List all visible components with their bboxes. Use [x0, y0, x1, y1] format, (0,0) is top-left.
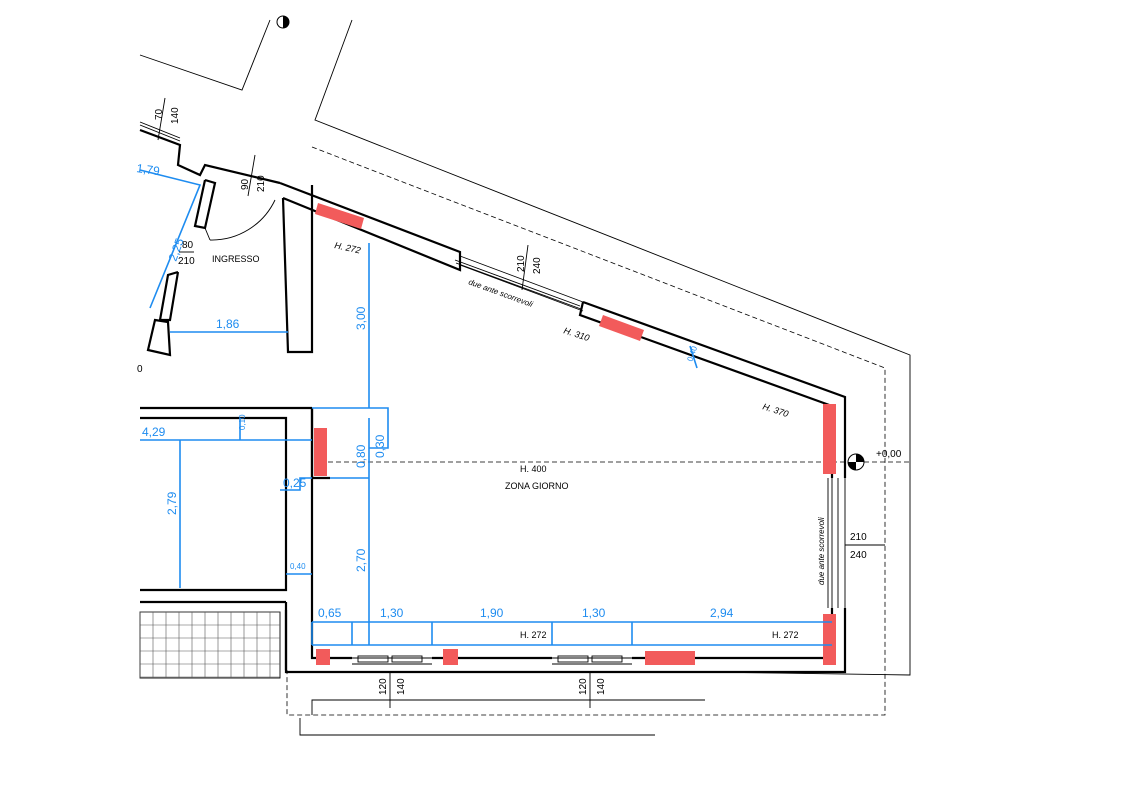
top-door-w: 210: [516, 255, 527, 272]
dim-1-30-a: 1,30: [380, 606, 404, 620]
top-left-window-w: 70: [154, 108, 165, 120]
dimension-labels: 1,79 2,25 1,86 3,00 0,40 0,80 0,30 0,25 …: [136, 161, 734, 620]
level-marker: +0,00: [847, 449, 902, 471]
height-main: H. 400: [520, 464, 547, 474]
tiled-floor: [139, 611, 281, 679]
dim-0-80: 0,80: [354, 444, 368, 468]
left-zero-label: 0: [137, 364, 143, 375]
dim-1-86: 1,86: [216, 317, 240, 331]
room-ingresso: INGRESSO: [212, 254, 260, 264]
height-bottom-right: H. 272: [772, 630, 799, 640]
entry-door-h: 210: [256, 175, 267, 192]
radiator-right-upper: [823, 404, 836, 474]
dim-2-70: 2,70: [354, 548, 368, 572]
level-label: +0,00: [876, 449, 902, 460]
dim-0-25: 0,25: [283, 476, 307, 490]
bottom-window2-h: 140: [596, 678, 607, 695]
room-zona-giorno: ZONA GIORNO: [505, 481, 569, 491]
radiator-bottom-3: [645, 651, 695, 665]
radiator-bottom-2: [443, 649, 458, 665]
dim-0-40-left: 0,40: [290, 562, 306, 571]
dim-2-79: 2,79: [165, 491, 179, 515]
dim-0-65: 0,65: [318, 606, 342, 620]
dim-0-10: 0,10: [238, 414, 247, 430]
height-top-left: H. 272: [334, 240, 362, 255]
radiator-right-lower: [823, 614, 836, 665]
bottom-window2-w: 120: [578, 678, 589, 695]
door-note-right: due ante scorrevoli: [817, 517, 826, 585]
top-door-h: 240: [532, 257, 543, 274]
dimension-lines: [139, 169, 832, 646]
entry-side-w: 80: [182, 240, 194, 251]
right-door-h: 240: [850, 550, 867, 561]
entry-side-h: 210: [178, 256, 195, 267]
height-top-mid: H. 310: [562, 325, 590, 343]
right-door-w: 210: [850, 532, 867, 543]
dim-4-29: 4,29: [142, 425, 166, 439]
bottom-window1-h: 140: [396, 678, 407, 695]
dim-3-00: 3,00: [354, 306, 368, 330]
dim-0-30: 0,30: [373, 434, 387, 458]
radiator-bottom-1: [316, 649, 330, 665]
dim-1-30-b: 1,30: [582, 606, 606, 620]
height-bottom-mid: H. 272: [520, 630, 547, 640]
dim-0-40-top: 0,40: [685, 344, 699, 362]
radiator-top-left: [315, 203, 364, 229]
radiator-top-mid: [599, 315, 644, 341]
radiator-left: [314, 428, 327, 476]
dim-2-94: 2,94: [710, 606, 734, 620]
entry-door-w: 90: [240, 178, 251, 190]
walls: [139, 121, 847, 674]
dim-1-79: 1,79: [136, 161, 161, 178]
bottom-window1-w: 120: [378, 678, 389, 695]
top-left-window-h: 140: [170, 107, 181, 124]
site-outline: [139, 15, 912, 736]
north-marker-icon: [276, 15, 290, 29]
radiators: [314, 203, 836, 665]
opening-labels: 70 140 90 210 80 210 210 240 210 240 120…: [154, 97, 885, 708]
openings: [357, 259, 839, 663]
dim-1-90: 1,90: [480, 606, 504, 620]
height-top-right: H. 370: [761, 401, 789, 419]
door-note-top: due ante scorrevoli: [467, 277, 534, 309]
